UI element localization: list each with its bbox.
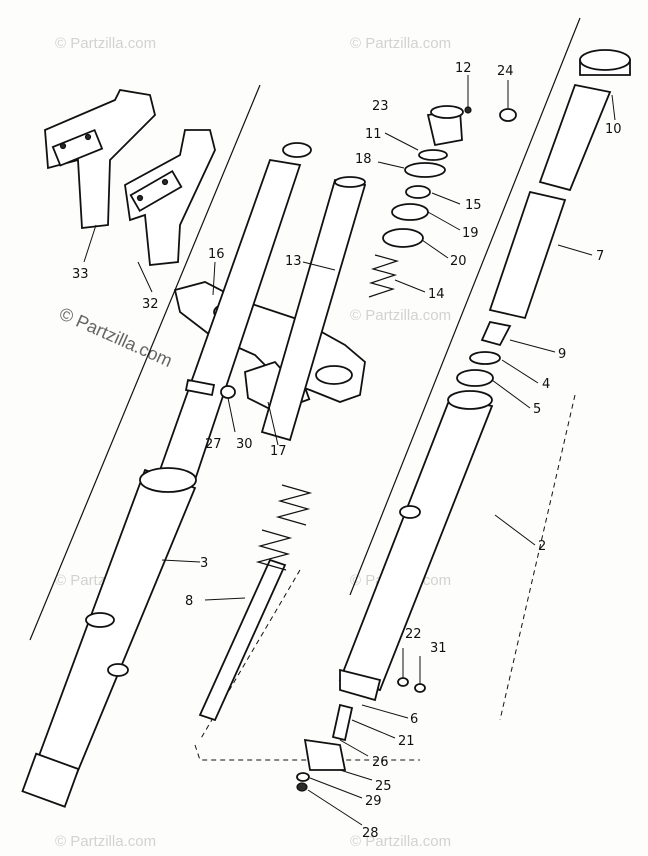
part-10-tube: [538, 83, 612, 192]
part-4-washer: [469, 351, 501, 365]
watermark: © Partzilla.com: [350, 833, 451, 850]
part-13-inner-tube: [260, 176, 367, 442]
callout-17: 17: [270, 444, 287, 459]
callout-28: 28: [362, 826, 379, 841]
lower-hardware: [296, 677, 426, 792]
callout-12: 12: [455, 61, 472, 76]
callout-23: 23: [372, 99, 389, 114]
callout-5: 5: [533, 402, 541, 417]
callout-29: 29: [365, 794, 382, 809]
lower-dashed-boundary: [194, 744, 420, 761]
watermark: © Partzilla.com: [55, 833, 156, 850]
part-3-left-fork: [21, 142, 312, 808]
callout-8: 8: [185, 594, 193, 609]
part-28-nut: [296, 782, 308, 792]
part-9-bushing: [480, 320, 512, 347]
watermark: © Partzilla.com: [55, 35, 156, 52]
part-20-ring: [382, 228, 424, 248]
callout-15: 15: [465, 198, 482, 213]
right-fork-upper-group: [456, 49, 631, 387]
callout-labels: 2 3 4 5 6 7 8 9 10 11 12 13 14 15 16 17 …: [72, 61, 622, 841]
callout-21: 21: [398, 734, 415, 749]
part-33-headlight-bracket: [44, 89, 156, 230]
callout-31: 31: [430, 641, 447, 656]
part-8-damper-rod: [198, 484, 313, 722]
part-2-right-outer-tube: [338, 390, 494, 702]
part-29-washer: [296, 772, 310, 782]
callout-32: 32: [142, 297, 159, 312]
callout-16: 16: [208, 247, 225, 262]
part-22-washer: [397, 677, 409, 687]
callout-20: 20: [450, 254, 467, 269]
callout-14: 14: [428, 287, 445, 302]
callout-33: 33: [72, 267, 89, 282]
right-fork-boundary: [349, 17, 581, 596]
callout-4: 4: [542, 377, 550, 392]
callout-27: 27: [205, 437, 222, 452]
callout-9: 9: [558, 347, 566, 362]
part-31-bolt: [414, 683, 426, 693]
callout-2: 2: [538, 539, 546, 554]
part-15-ring: [405, 185, 431, 199]
callout-26: 26: [372, 755, 389, 770]
callout-6: 6: [410, 712, 418, 727]
callout-19: 19: [462, 226, 479, 241]
callout-18: 18: [355, 152, 372, 167]
part-11-o-ring: [418, 149, 448, 161]
watermark-layer: © Partzilla.com © Partzilla.com © Partzi…: [55, 35, 451, 850]
top-cap-group: [404, 105, 517, 178]
callout-25: 25: [375, 779, 392, 794]
part-21-stud: [331, 703, 354, 742]
part-18-washer: [404, 162, 446, 178]
callout-24: 24: [497, 64, 514, 79]
part-14-fork-spring: [368, 254, 400, 298]
part-7-outer-cover: [488, 190, 567, 320]
watermark: © Partzilla.com: [350, 307, 451, 324]
watermark-main: © Partzilla.com: [56, 303, 175, 371]
callout-13: 13: [285, 254, 302, 269]
left-fork-boundary: [29, 84, 261, 641]
part-32-headlight-bracket: [124, 129, 216, 266]
right-dashed-boundary: [499, 394, 576, 721]
callout-7: 7: [596, 249, 604, 264]
part-5-oil-seal: [456, 369, 494, 387]
watermark: © Partzilla.com: [350, 35, 451, 52]
callout-3: 3: [200, 556, 208, 571]
part-19-ring: [391, 203, 429, 221]
leader-lines: [83, 75, 616, 826]
callout-30: 30: [236, 437, 253, 452]
left-outer-tube: [28, 468, 197, 792]
part-25-holder: [303, 738, 347, 771]
seal-rings: [382, 185, 431, 248]
callout-11: 11: [365, 127, 382, 142]
callout-10: 10: [605, 122, 622, 137]
part-24-cap: [499, 108, 517, 122]
callout-22: 22: [405, 627, 422, 642]
